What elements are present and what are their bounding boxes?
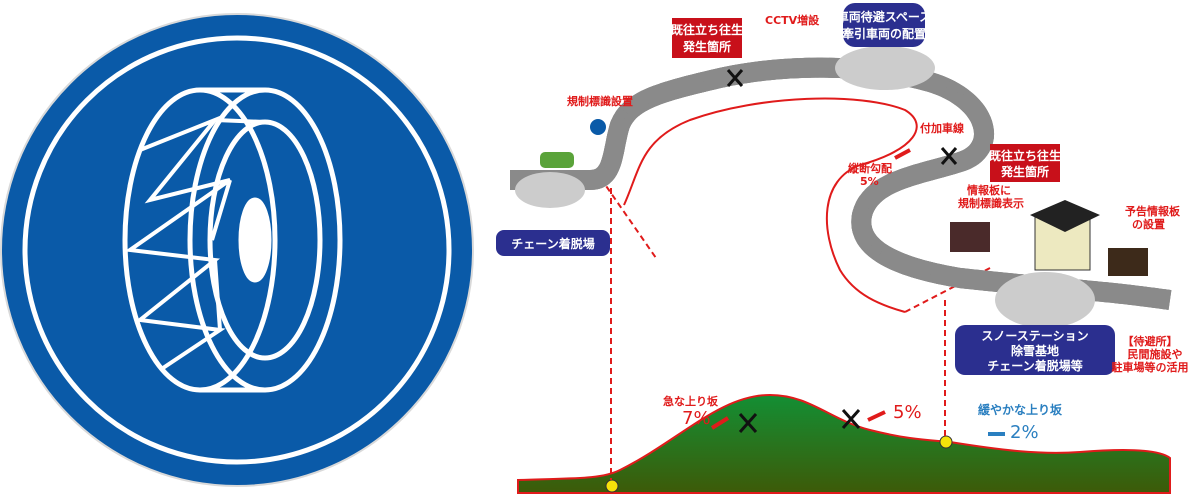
waiting-space-line2: （牽引車両の配置） bbox=[830, 26, 938, 41]
building-roof bbox=[1030, 200, 1100, 232]
grade-label-line1: 縦断勾配 bbox=[848, 161, 892, 175]
cross-marks bbox=[726, 69, 958, 433]
stall-site-2-line2: 発生箇所 bbox=[1000, 164, 1049, 179]
gentle-slope-value: 2% bbox=[1010, 422, 1039, 443]
tire-chain-icon bbox=[122, 87, 343, 393]
extra-lane-label: 付加車線 bbox=[920, 121, 964, 135]
snow-station-label bbox=[955, 325, 1115, 375]
shelter-line2: 民間施設や bbox=[1128, 347, 1183, 361]
shelter-line3: 駐車場等の活用 bbox=[1112, 360, 1189, 374]
road bbox=[510, 68, 1170, 300]
gentle-slope-label: 緩やかな上り坂 bbox=[978, 402, 1063, 417]
regulation-sign-label: 規制標識設置 bbox=[567, 94, 633, 108]
grade-label-line2: 5% bbox=[860, 175, 879, 188]
chain-area-text: チェーン着脱場 bbox=[511, 236, 594, 251]
vertical-guides bbox=[594, 169, 991, 480]
stall-site-1-line1: 既往立ち往生 bbox=[671, 22, 743, 37]
snow-station-line2: 除雪基地 bbox=[1011, 343, 1059, 358]
snow-station-line1: スノーステーション bbox=[981, 329, 1088, 343]
cctv-label: CCTV増設 bbox=[765, 13, 820, 27]
waiting-space-line1: 車両待避スペース bbox=[837, 9, 932, 24]
tire-chain-sign bbox=[0, 13, 474, 487]
snow-station-line3: チェーン着脱場等 bbox=[987, 358, 1082, 373]
hill-profile bbox=[517, 393, 1171, 494]
info-board-line2: 規制標識表示 bbox=[958, 196, 1024, 210]
info-board-line1: 情報板に bbox=[967, 183, 1011, 197]
waiting-area bbox=[835, 46, 935, 90]
stall-site-2-callout bbox=[990, 144, 1060, 182]
mid-slope-value: 5% bbox=[893, 402, 922, 423]
parking-area bbox=[515, 172, 585, 208]
shelter-line1: 【待避所】 bbox=[1123, 334, 1178, 348]
info-board bbox=[950, 222, 990, 252]
car-icon bbox=[540, 152, 574, 168]
stall-site-1-line2: 発生箇所 bbox=[682, 39, 731, 54]
snow-station-area bbox=[995, 272, 1095, 328]
stall-site-2-line1: 既往立ち往生 bbox=[989, 148, 1061, 163]
advance-board bbox=[1108, 248, 1148, 276]
advance-board-line2: の設置 bbox=[1132, 217, 1165, 231]
slope-arrows bbox=[710, 148, 1005, 436]
steep-slope-value: 7% bbox=[682, 408, 711, 429]
advance-board-line1: 予告情報板 bbox=[1125, 204, 1181, 218]
regulation-sign-icon bbox=[588, 117, 608, 137]
waiting-space-label bbox=[843, 3, 925, 47]
route-line bbox=[623, 97, 918, 313]
stall-site-1-callout bbox=[672, 18, 742, 58]
chain-area-label bbox=[496, 230, 610, 256]
steep-slope-label: 急な上り坂 bbox=[663, 394, 719, 408]
